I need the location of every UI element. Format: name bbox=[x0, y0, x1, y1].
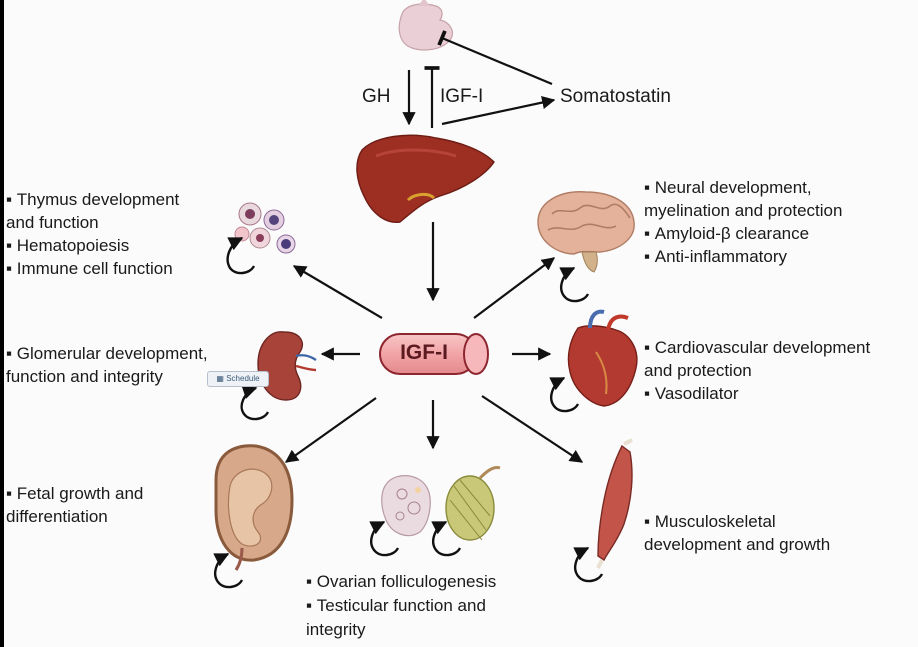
thymus-line-4: Immune cell function bbox=[6, 257, 173, 280]
blood-cells-icon bbox=[234, 202, 296, 254]
liver-icon bbox=[356, 134, 495, 223]
ovary-icon bbox=[381, 475, 431, 537]
repro-line-3: integrity bbox=[306, 620, 366, 639]
cardio-line-2: and protection bbox=[644, 361, 752, 380]
brain-icon bbox=[537, 191, 635, 273]
neural-line-3: Amyloid-β clearance bbox=[644, 222, 809, 245]
testis-icon bbox=[445, 466, 501, 541]
target-arrows bbox=[284, 257, 584, 463]
cardio-line-1: Cardiovascular development bbox=[644, 336, 870, 359]
thymus-line-2: and function bbox=[6, 213, 99, 232]
musculo-line-2: development and growth bbox=[644, 535, 831, 554]
thymus-line-1: Thymus development bbox=[6, 188, 180, 211]
repro-line-1: Ovarian folliculogenesis bbox=[306, 570, 497, 593]
repro-line-2: Testicular function and bbox=[306, 594, 486, 617]
igf-cylinder bbox=[379, 333, 489, 375]
thymus-line-3: Hematopoiesis bbox=[6, 234, 129, 257]
schedule-badge[interactable]: ▦ Schedule bbox=[207, 371, 269, 387]
musculo-line-1: Musculoskeletal bbox=[644, 510, 776, 533]
pituitary-icon bbox=[398, 0, 453, 51]
fetal-line-2: differentiation bbox=[6, 507, 108, 526]
fetus-icon bbox=[214, 444, 294, 571]
muscle-icon bbox=[596, 438, 633, 569]
heart-icon bbox=[567, 309, 638, 407]
neural-line-4: Anti-inflammatory bbox=[644, 245, 787, 268]
schedule-badge-label: Schedule bbox=[226, 374, 260, 383]
calendar-icon: ▦ bbox=[216, 374, 224, 383]
kidney-icon bbox=[257, 331, 317, 401]
neural-line-2: myelination and protection bbox=[644, 201, 843, 220]
autocrine-loop-icon bbox=[213, 236, 604, 589]
cardio-line-3: Vasodilator bbox=[644, 382, 739, 405]
diagram-graphics bbox=[213, 0, 638, 589]
neural-line-1: Neural development, bbox=[644, 176, 812, 199]
kidney-line-1: Glomerular development, bbox=[6, 342, 208, 365]
feedback-arrows bbox=[402, 30, 556, 128]
igf-center-label: IGF-I bbox=[400, 341, 448, 364]
gh-label: GH bbox=[362, 86, 391, 107]
fetal-line-1: Fetal growth and bbox=[6, 482, 144, 505]
igf-feedback-label: IGF-I bbox=[440, 86, 484, 107]
diagram-canvas: GH IGF-I Somatostatin IGF-I Thymus devel… bbox=[4, 0, 918, 647]
kidney-line-2: function and integrity bbox=[6, 367, 163, 386]
somatostatin-label: Somatostatin bbox=[560, 86, 671, 107]
